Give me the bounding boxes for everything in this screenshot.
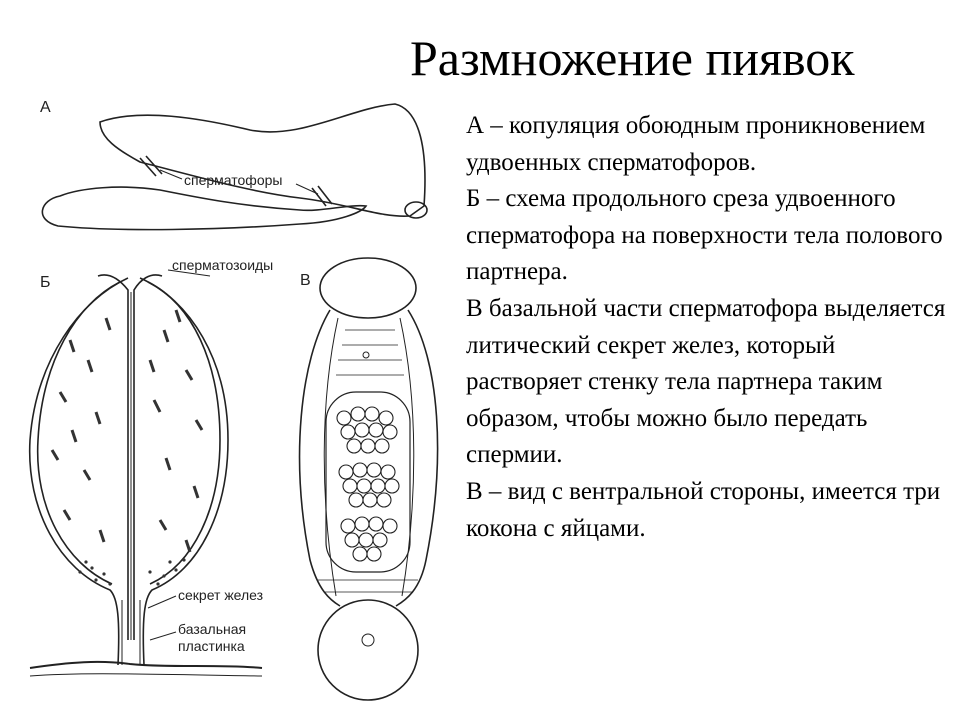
panel-b-drawing <box>28 269 263 677</box>
panel-a-drawing <box>41 103 428 231</box>
panel-v-label: В <box>300 272 311 289</box>
paragraph-secret: В базальной части сперматофора выделяетс… <box>466 294 946 469</box>
spermatozoa-label: сперматозоиды <box>172 257 273 273</box>
spermatophores-label: сперматофоры <box>184 172 282 188</box>
panel-v-drawing <box>298 257 439 701</box>
paragraph-b: Б – схема продольного среза удвоенного с… <box>466 185 943 286</box>
page-title: Размножение пиявок <box>410 30 855 86</box>
description-text: А – копуляция обоюдным проникновением уд… <box>466 108 946 547</box>
leech-reproduction-figure: А Б В сперматофоры сперматозоиды секрет … <box>28 99 439 701</box>
paragraph-v: В – вид с вентральной стороны, имеется т… <box>466 477 941 542</box>
basal-plate-label-line2: пластинка <box>178 638 245 654</box>
basal-plate-label-line1: базальная <box>178 621 246 637</box>
gland-secret-label: секрет желез <box>178 587 263 603</box>
panel-b-label: Б <box>40 274 51 291</box>
panel-a-label: А <box>40 99 51 116</box>
paragraph-a: А – копуляция обоюдным проникновением уд… <box>466 112 926 176</box>
